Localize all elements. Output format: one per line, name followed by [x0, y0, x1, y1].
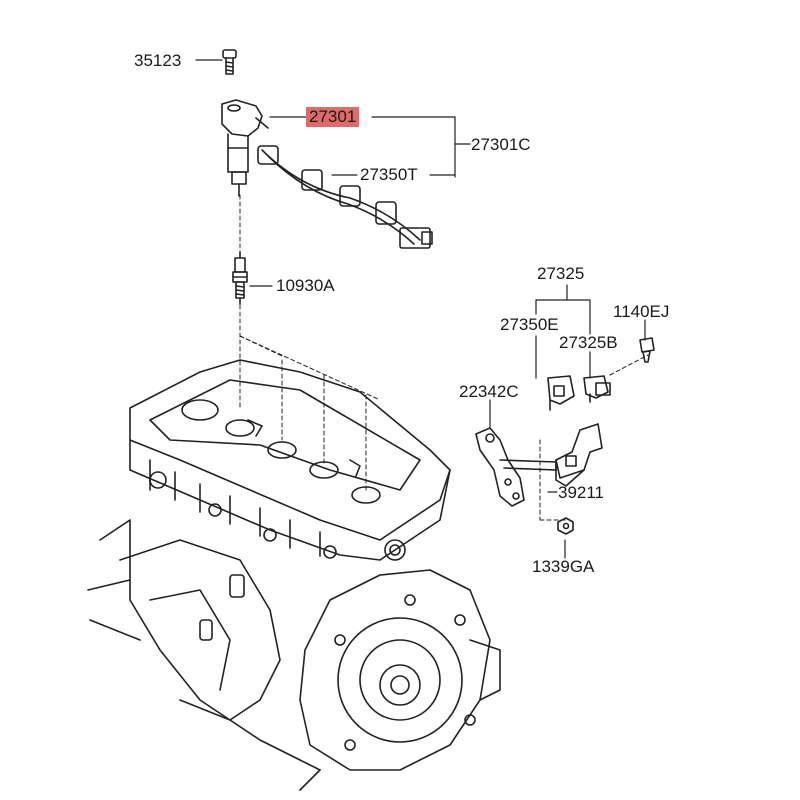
label-ignition-coil: 27301: [306, 107, 360, 127]
bracket-plate: [475, 427, 557, 507]
bolt-right: [639, 337, 655, 363]
label-coil-assembly: 27301C: [471, 135, 531, 154]
label-spark-plug: 10930A: [276, 276, 335, 295]
leader-lines: [195, 59, 646, 559]
bolt-top: [222, 49, 237, 75]
label-bolt-top: 35123: [134, 51, 182, 70]
label-bolt-right: 1140EJ: [613, 302, 670, 321]
nut: [557, 517, 574, 535]
dashed-guides: [239, 194, 649, 521]
bracket-small: [555, 423, 603, 487]
label-sensor-right: 27325B: [559, 333, 618, 352]
ignition-coil: [221, 99, 269, 197]
sensor-right: [583, 375, 611, 403]
label-nut: 1339GA: [532, 557, 595, 576]
sensor-left: [547, 375, 575, 411]
label-bracket-small: 39211: [558, 483, 605, 502]
ignition-harness: [257, 145, 433, 249]
label-sensor-left: 27350E: [500, 315, 559, 334]
engine-block: [87, 359, 501, 791]
label-sensor-group: 27325: [537, 264, 585, 283]
label-bracket-plate: 22342C: [459, 382, 519, 401]
spark-plug: [232, 251, 248, 305]
label-harness: 27350T: [360, 165, 418, 184]
